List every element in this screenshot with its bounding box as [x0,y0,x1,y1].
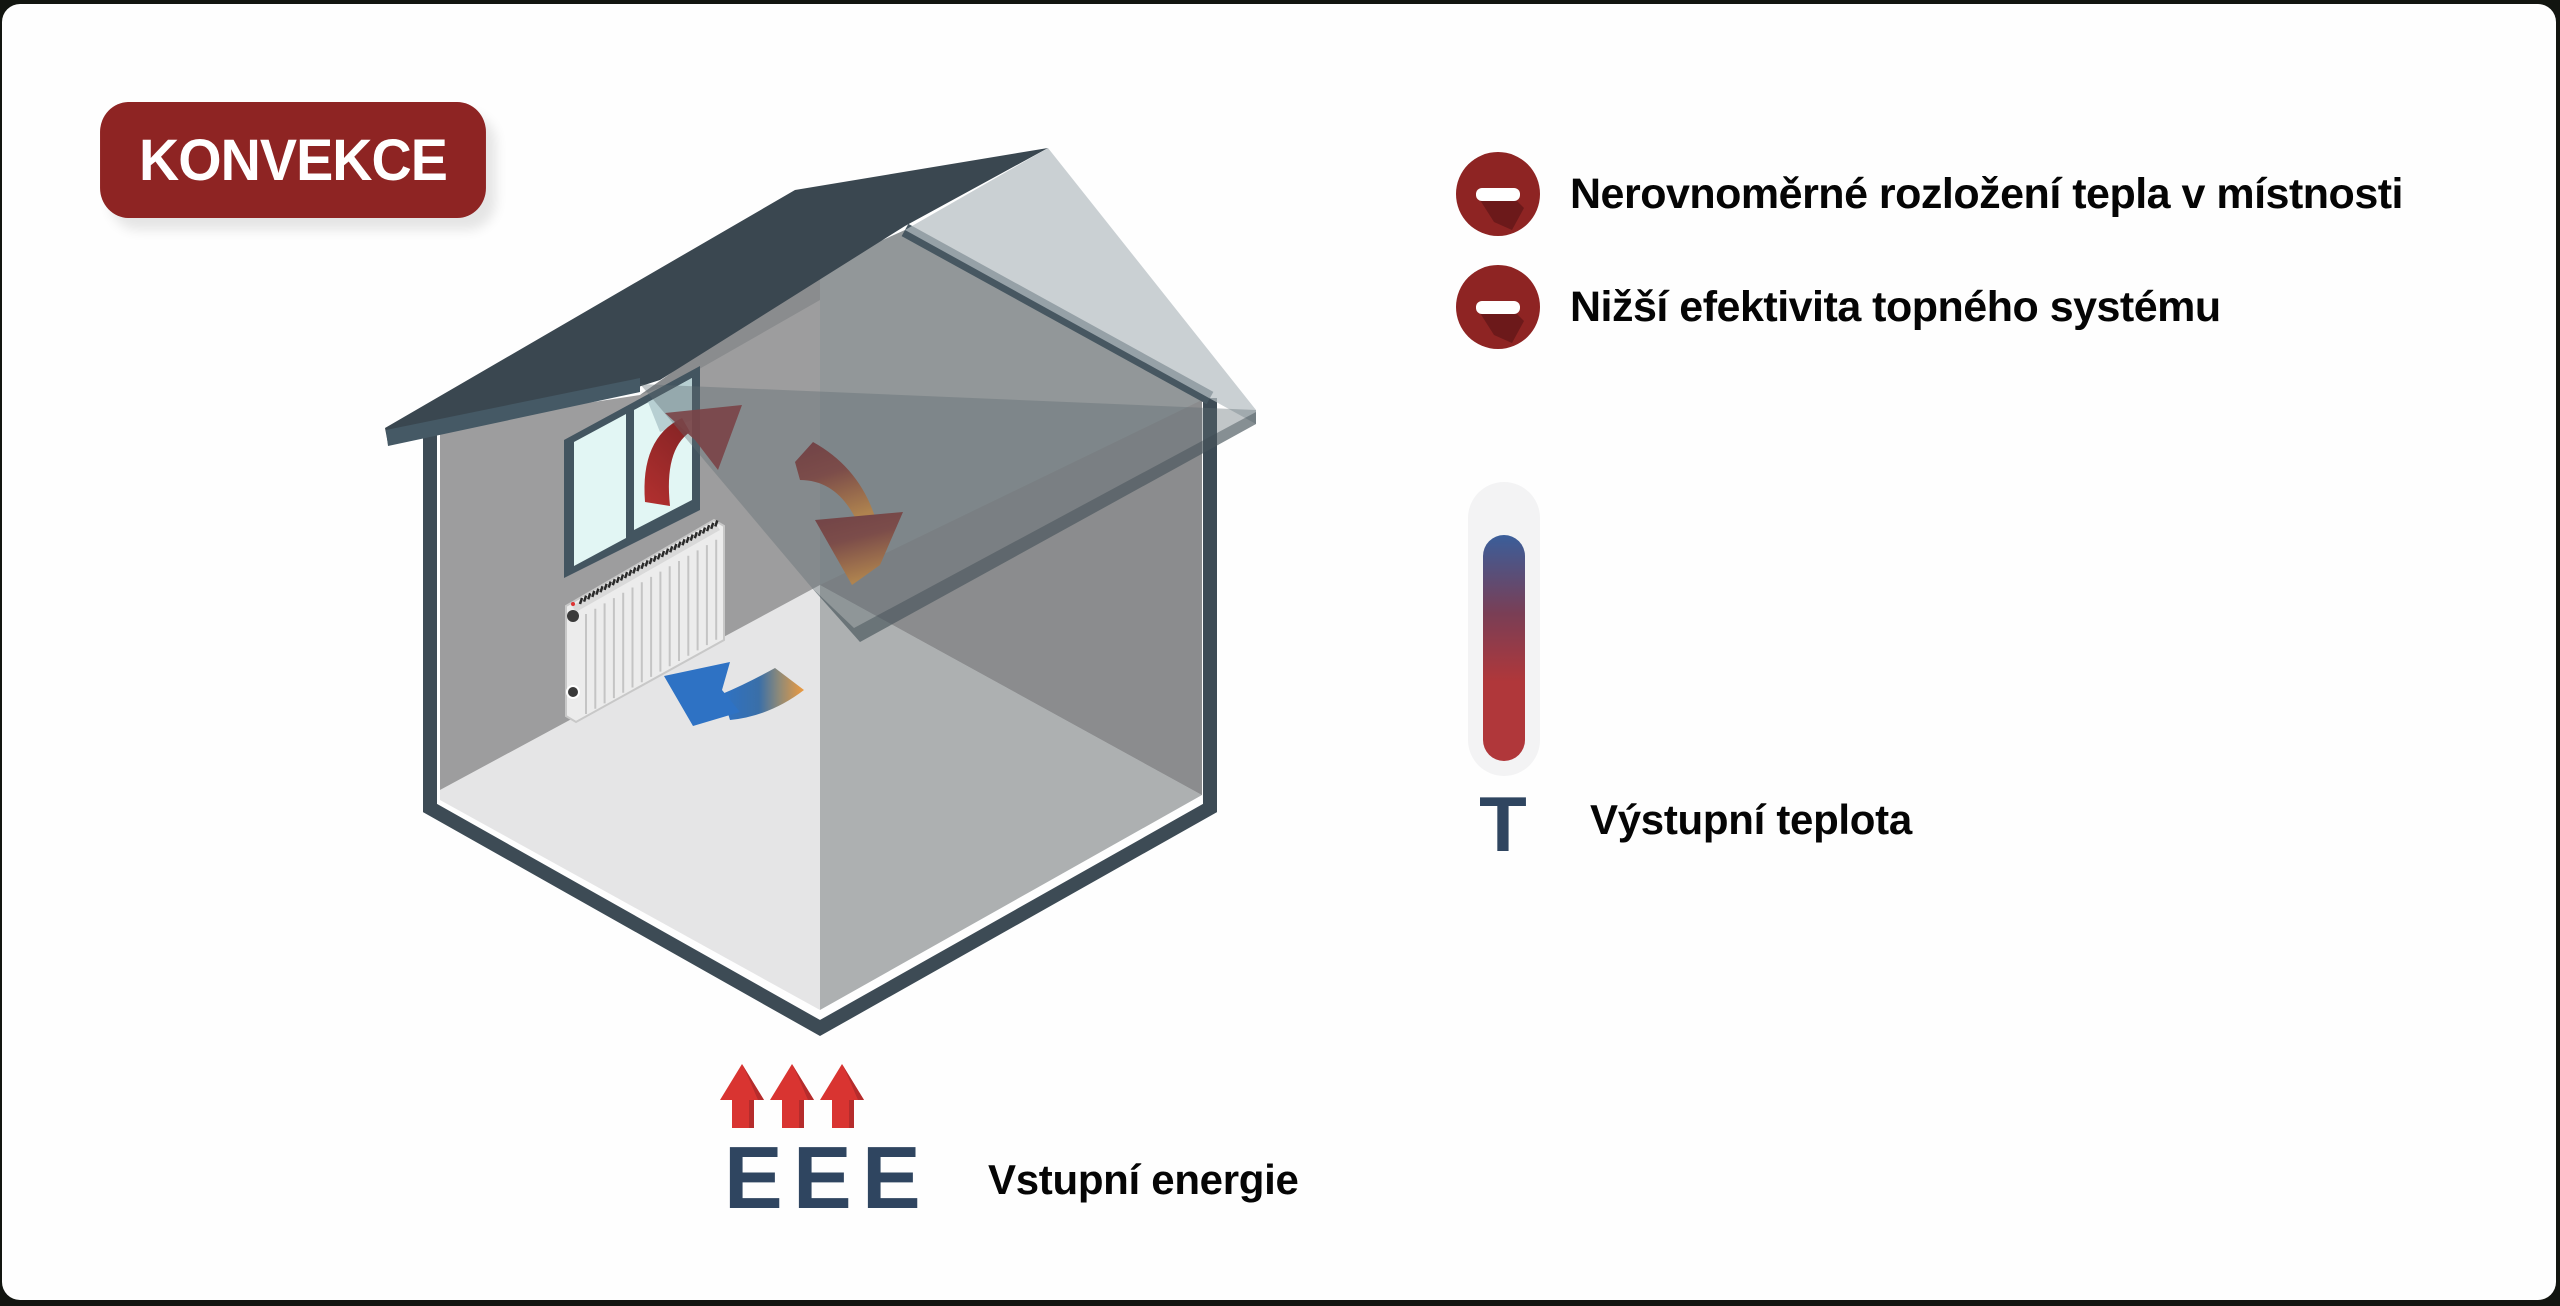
temperature-symbol: T [1479,780,1527,868]
con-item: Nerovnoměrné rozložení tepla v místnosti [1454,150,2404,238]
con-label: Nižší efektivita topného systému [1570,282,2221,331]
floor-left [440,585,820,1010]
minus-circle-icon [1456,152,1540,236]
thermometer-icon [1468,482,1540,776]
energy-up-arrow-icon [820,1064,864,1128]
warm-air-arrow [644,405,742,506]
energy-up-arrow-icon [770,1064,814,1128]
energy-symbols: E E E [724,1128,921,1227]
cold-air-arrow [664,662,804,726]
con-item: Nižší efektivita topného systému [1454,263,2221,351]
con-label: Nerovnoměrné rozložení tepla v místnosti [1570,169,2404,218]
radiator [565,518,725,724]
input-energy-label: Vstupní energie [988,1156,1299,1203]
title-badge: KONVEKCE [100,102,486,218]
wall-right-lower [820,400,1202,795]
glass-gable [905,148,1256,424]
energy-up-arrow-icon [720,1064,764,1128]
energy-symbol: E [793,1128,852,1227]
energy-arrows [720,1064,864,1128]
house-illustration [385,148,1256,1037]
energy-symbol: E [724,1128,783,1227]
roof [385,148,1048,444]
falling-air-arrow [795,442,903,585]
output-temperature-label: Výstupní teplota [1590,796,1912,843]
glass-ceiling [640,384,1256,642]
minus-circle-icon [1456,265,1540,349]
slide-frame: KONVEKCE [2,4,2556,1300]
roof-eave [386,378,640,446]
energy-symbol: E [862,1128,921,1227]
house-outline [423,398,1217,1037]
floor-right [820,585,1202,1010]
